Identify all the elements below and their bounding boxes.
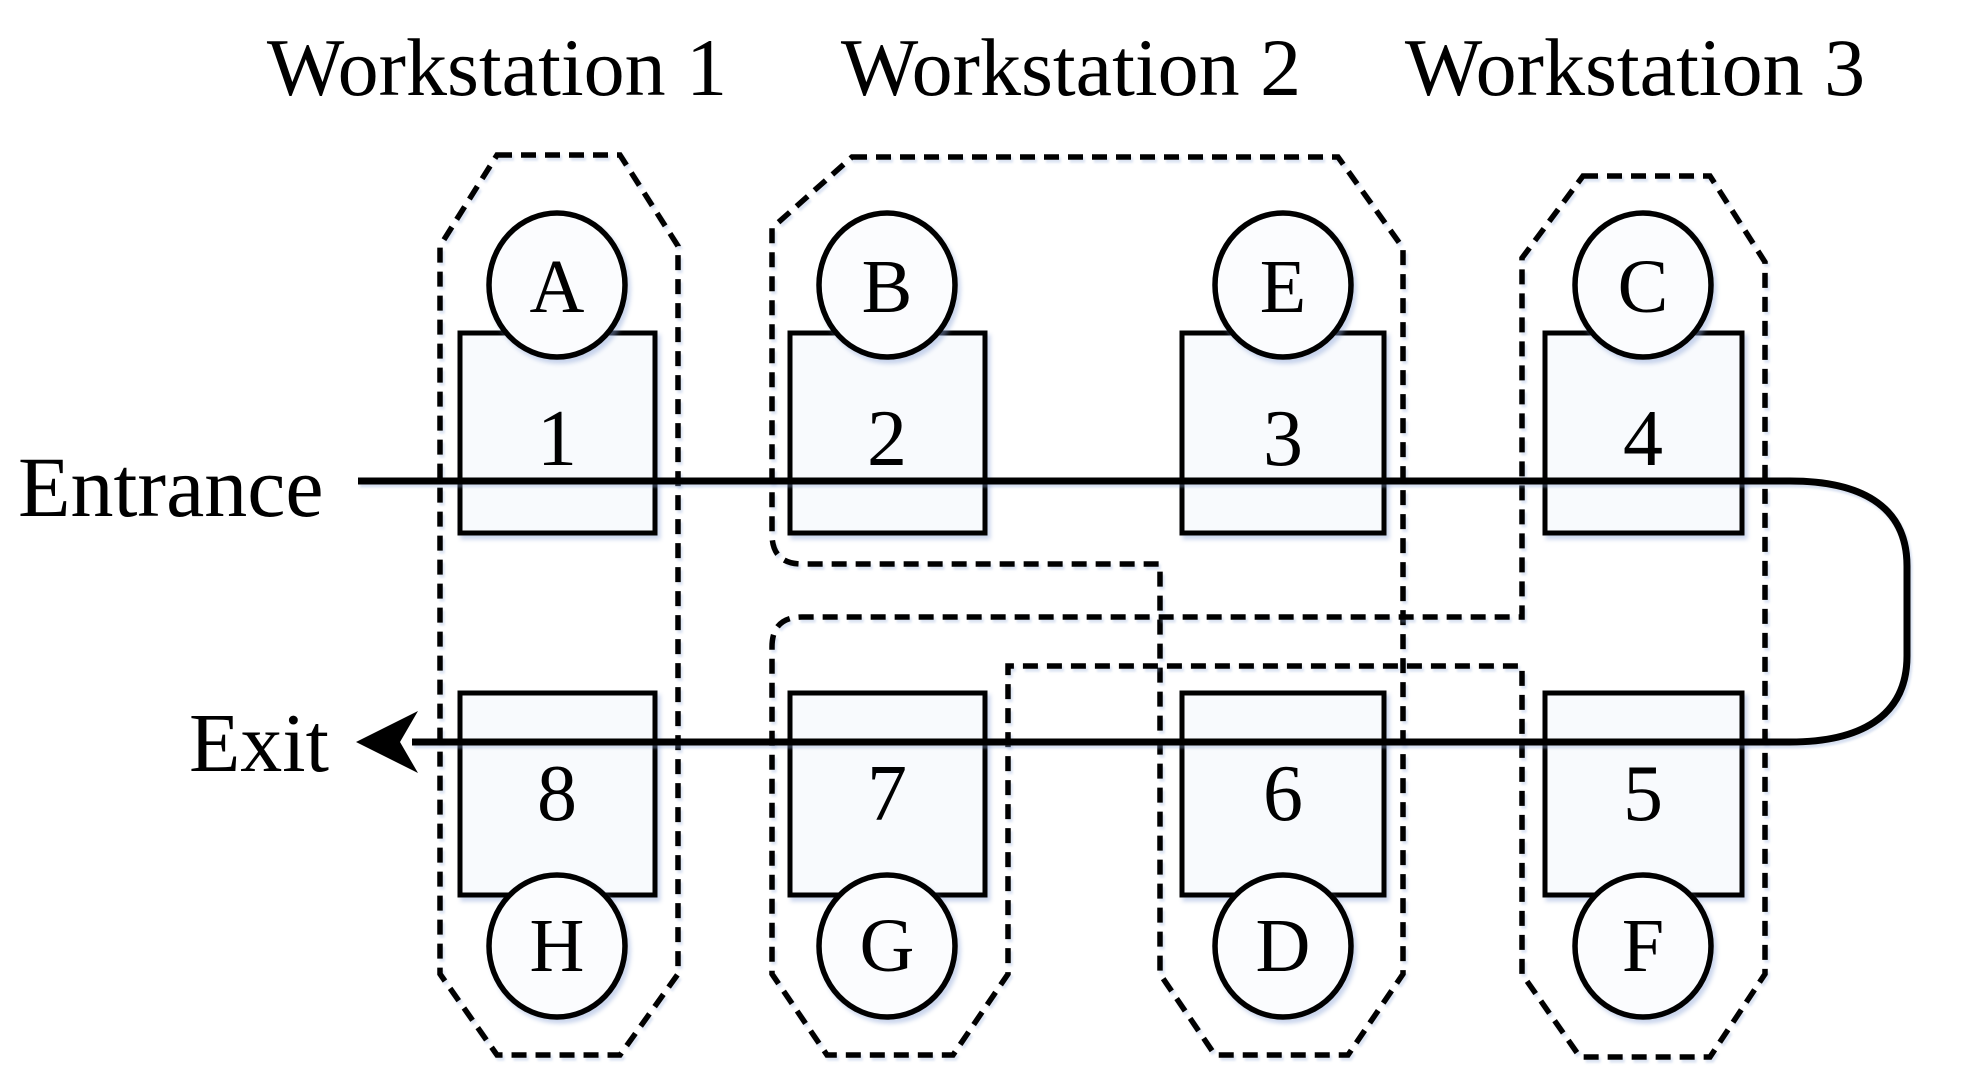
task-E-circle	[1212, 210, 1354, 360]
task-G-letter: G	[860, 904, 915, 988]
workstation-3-outline	[769, 173, 1768, 1060]
task-C-circle	[1572, 210, 1714, 360]
exit-label: Exit	[189, 697, 329, 790]
station-3-number: 3	[1263, 395, 1303, 483]
station-boxes	[457, 330, 1745, 898]
task-D-letter: D	[1256, 904, 1311, 988]
task-H-circle	[486, 872, 628, 1020]
task-A-letter: A	[530, 245, 585, 329]
workstation-2-title: Workstation 2	[841, 22, 1301, 113]
station-7-box	[787, 690, 988, 898]
workstation-1-title: Workstation 1	[267, 22, 727, 113]
station-7-number: 7	[867, 750, 907, 838]
station-2-box	[787, 330, 988, 536]
exit-arrowhead-icon	[356, 711, 418, 773]
station-8-number: 8	[537, 750, 577, 838]
task-A-circle	[486, 210, 628, 360]
station-4-number: 4	[1623, 395, 1663, 483]
station-5-number: 5	[1623, 750, 1663, 838]
station-1-number: 1	[537, 395, 577, 483]
station-5-box	[1542, 690, 1745, 898]
task-F-letter: F	[1622, 904, 1664, 988]
entrance-label: Entrance	[18, 439, 324, 535]
conveyor-flow-line	[358, 477, 1911, 746]
station-1-box	[457, 330, 658, 536]
task-B-circle	[816, 210, 958, 360]
station-6-number: 6	[1263, 750, 1303, 838]
task-E-letter: E	[1260, 245, 1306, 329]
task-H-letter: H	[530, 904, 585, 988]
task-F-circle	[1572, 872, 1714, 1020]
task-B-letter: B	[862, 245, 913, 329]
task-D-circle	[1212, 872, 1354, 1020]
task-circles	[486, 210, 1714, 1020]
workstation-1-outline	[437, 152, 681, 1058]
task-G-circle	[816, 872, 958, 1020]
task-C-letter: C	[1618, 245, 1669, 329]
workstation-2-outline	[769, 154, 1406, 1058]
station-4-box	[1542, 330, 1745, 536]
workstation-3-title: Workstation 3	[1405, 22, 1865, 113]
station-2-number: 2	[867, 395, 907, 483]
